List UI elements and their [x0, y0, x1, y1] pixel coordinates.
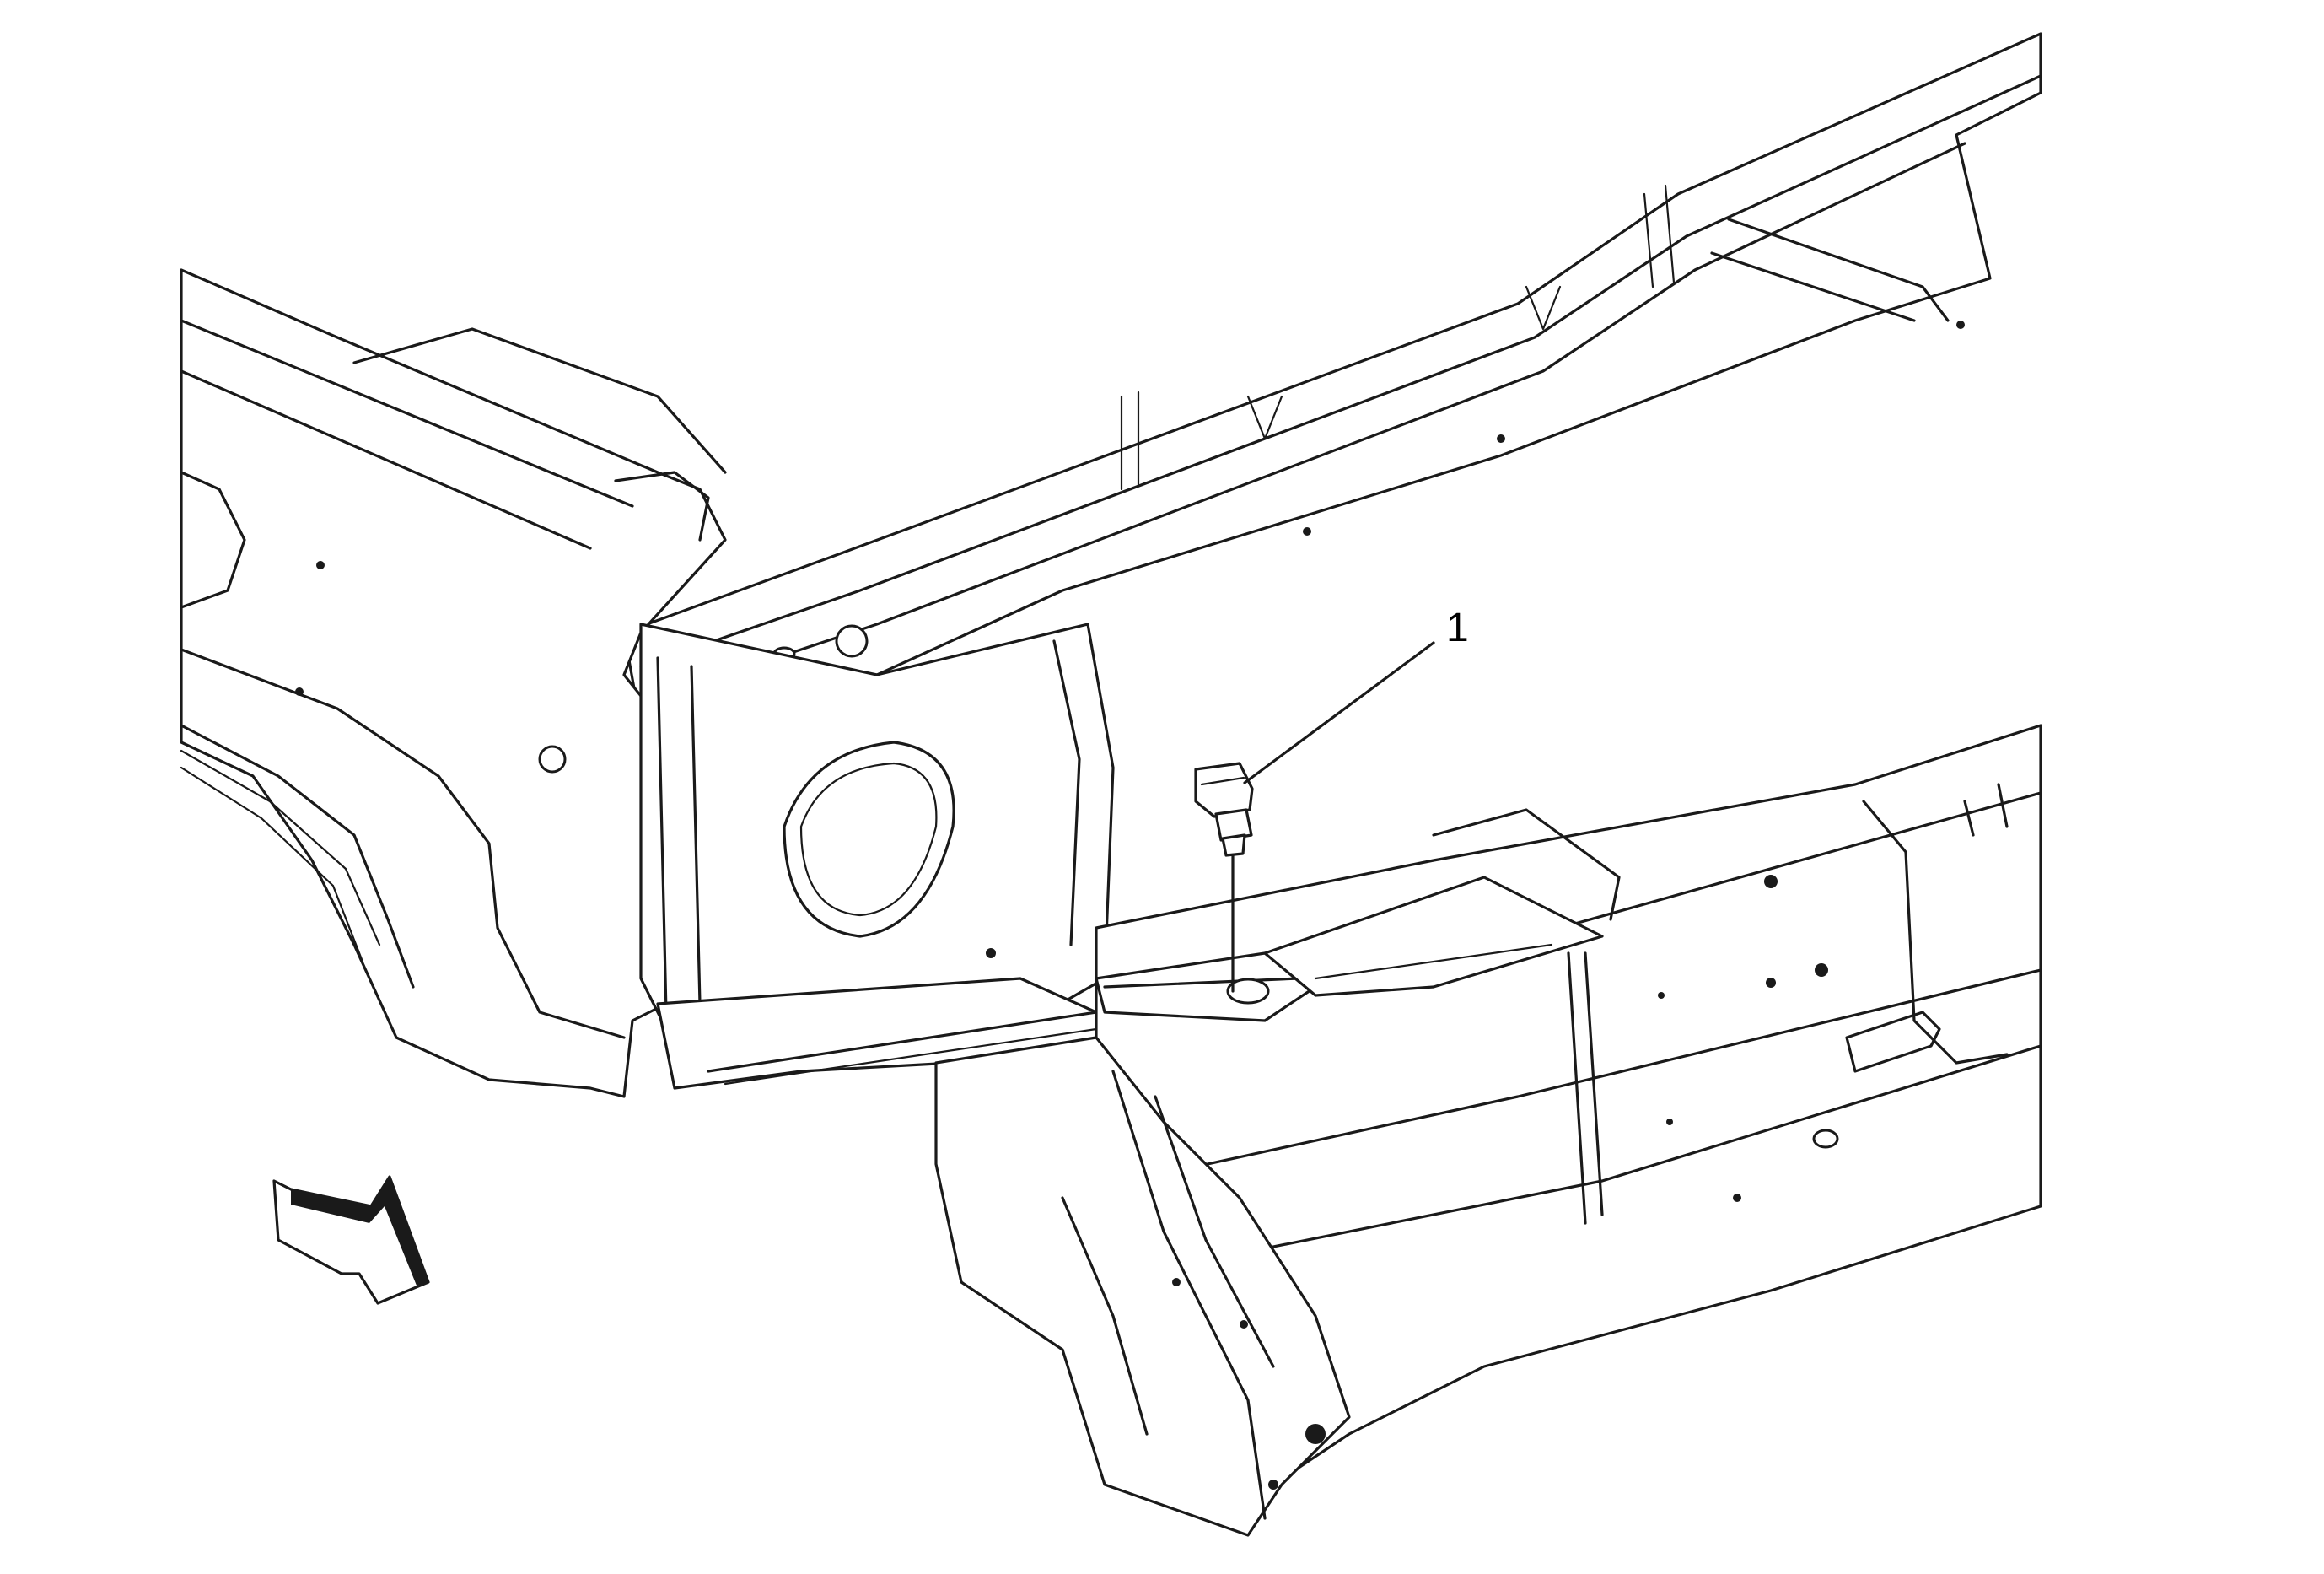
callout-label: 1 — [1446, 606, 1469, 650]
callout-1: 1 — [1243, 606, 1469, 784]
sensor-component-icon — [1194, 762, 1254, 993]
front-direction-arrow-icon — [272, 1175, 430, 1305]
lower-frame-rail — [1095, 724, 2042, 1486]
crossmember-bracket — [639, 623, 1115, 1048]
front-mount-bracket — [934, 1036, 1351, 1537]
upper-frame-rail — [622, 32, 2042, 727]
left-frame-section — [180, 268, 727, 1098]
sensor-mount-plate — [1095, 808, 1621, 1022]
